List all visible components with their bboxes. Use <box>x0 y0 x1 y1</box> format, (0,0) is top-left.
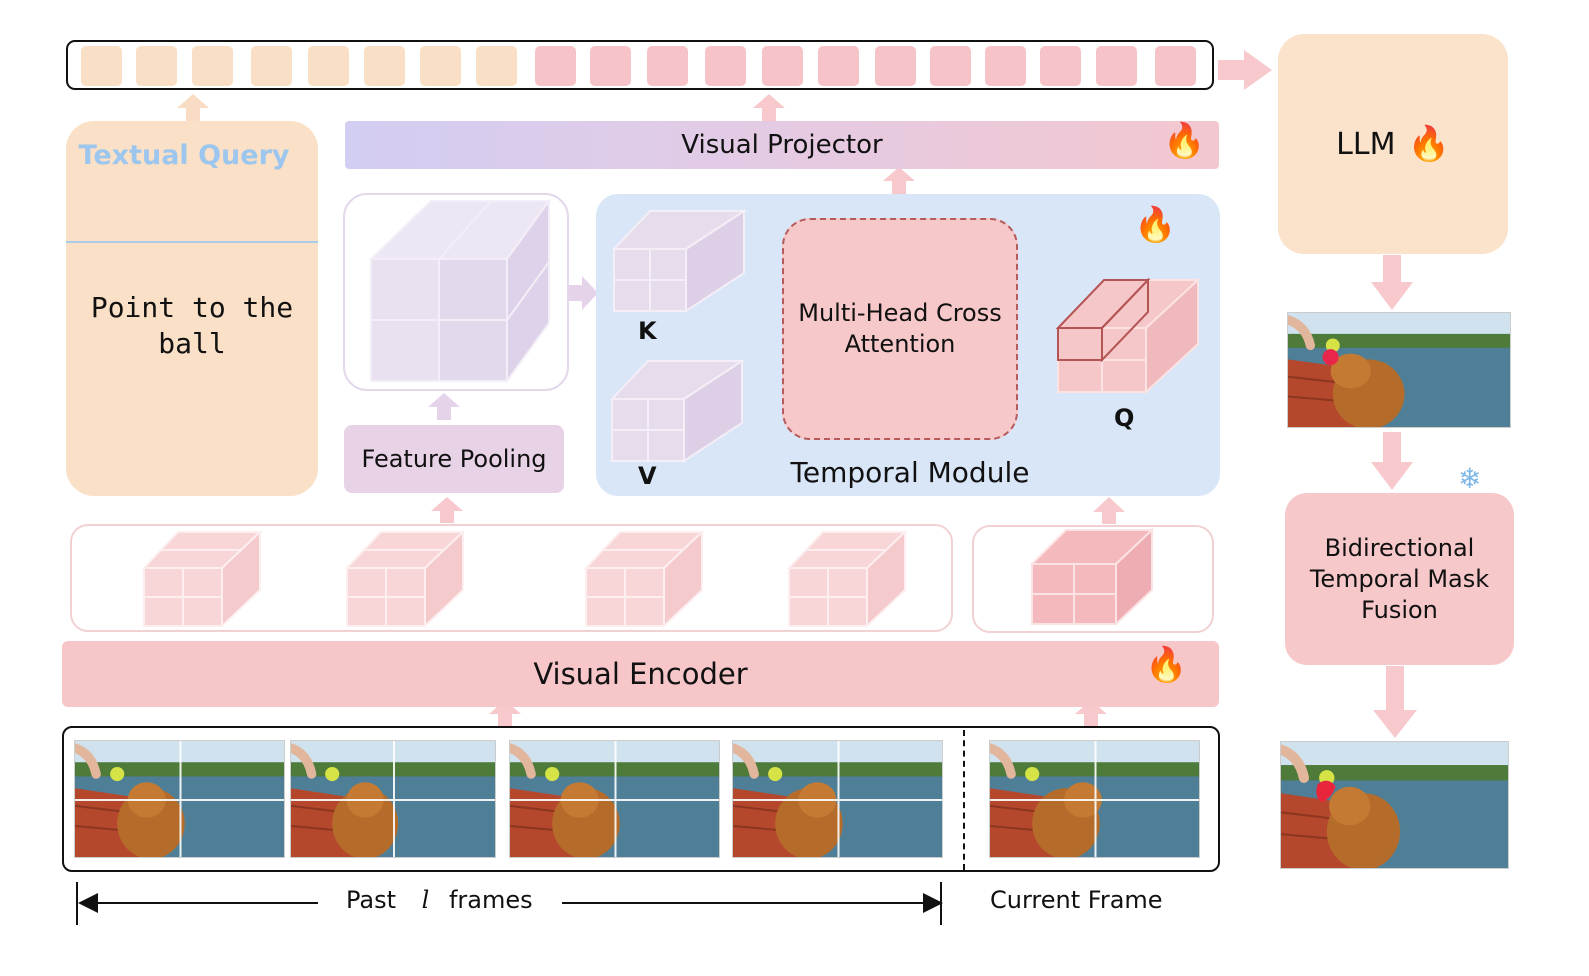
past-features-frame <box>70 524 953 632</box>
text-token <box>364 46 405 86</box>
past-caption-variable: l <box>421 886 430 914</box>
value-label: V <box>638 462 657 490</box>
past-feature-cube <box>142 530 263 628</box>
visual-token <box>705 46 746 86</box>
visual-encoder-block: Visual Encoder <box>62 641 1219 707</box>
past-caption-prefix: Past <box>346 886 397 914</box>
visual-token <box>1040 46 1081 86</box>
current-feature-cube <box>1030 528 1155 626</box>
fire-icon: 🔥 <box>1163 121 1206 161</box>
visual-token <box>875 46 916 86</box>
past-feature-cube <box>345 530 466 628</box>
text-token <box>476 46 517 86</box>
text-token <box>308 46 349 86</box>
past-feature-cube <box>584 530 705 628</box>
query-cube <box>1055 277 1201 394</box>
visual-projector-label: Visual Projector <box>681 130 883 160</box>
visual-token <box>1155 46 1196 86</box>
mask-fusion-label: Bidirectional Temporal Mask Fusion <box>1309 533 1490 624</box>
past-frames-caption: Past l frames <box>346 886 533 914</box>
divider <box>66 241 318 243</box>
past-caption-suffix: frames <box>448 886 533 914</box>
temporal-module-label: Temporal Module <box>790 456 1030 489</box>
feature-pooling-block: Feature Pooling <box>344 425 564 493</box>
visual-token <box>590 46 631 86</box>
pooled-feature-cube <box>368 197 551 385</box>
mask-fusion-block: Bidirectional Temporal Mask Fusion <box>1285 493 1514 665</box>
textual-query-title: Textual Query <box>78 140 290 171</box>
feature-pooling-label: Feature Pooling <box>361 445 547 473</box>
past-frame-thumbnail <box>290 740 496 858</box>
llm-block: LLM 🔥 <box>1278 34 1508 254</box>
final-mask-frame <box>1280 741 1509 869</box>
visual-token <box>762 46 803 86</box>
past-frame-thumbnail <box>732 740 943 858</box>
textual-query-panel <box>66 121 318 496</box>
text-token <box>192 46 233 86</box>
text-token <box>81 46 122 86</box>
query-label: Q <box>1114 404 1135 432</box>
cross-attention-block: Multi-Head Cross Attention <box>782 218 1018 440</box>
llm-output-frame <box>1287 312 1511 428</box>
llm-label: LLM <box>1336 126 1396 162</box>
frames-divider <box>963 730 965 870</box>
visual-token <box>535 46 576 86</box>
fire-icon: 🔥 <box>1407 124 1450 164</box>
current-frame-caption: Current Frame <box>990 886 1163 914</box>
text-token <box>420 46 461 86</box>
input-frames <box>62 726 1220 872</box>
visual-token <box>1096 46 1137 86</box>
visual-projector-block: Visual Projector <box>345 121 1219 169</box>
visual-token <box>647 46 688 86</box>
past-frame-thumbnail <box>509 740 720 858</box>
snowflake-icon: ❄ <box>1458 462 1482 495</box>
pooled-features-frame <box>343 193 569 391</box>
key-label: K <box>638 317 657 345</box>
key-cube <box>611 209 748 313</box>
fire-icon: 🔥 <box>1134 205 1177 245</box>
visual-token <box>930 46 971 86</box>
visual-token <box>985 46 1026 86</box>
visual-token <box>818 46 859 86</box>
flow-arrows <box>177 50 1417 738</box>
past-frame-thumbnail <box>74 740 285 858</box>
current-frame-thumbnail <box>989 740 1200 858</box>
fire-icon: 🔥 <box>1145 645 1188 685</box>
query-text: Point to the ball <box>90 291 294 360</box>
token-sequence <box>66 40 1214 90</box>
value-cube <box>609 359 746 463</box>
current-features-frame <box>972 525 1214 633</box>
visual-encoder-label: Visual Encoder <box>533 657 748 691</box>
cross-attention-label: Multi-Head Cross Attention <box>798 299 1002 358</box>
text-token <box>136 46 177 86</box>
past-feature-cube <box>787 530 908 628</box>
text-token <box>251 46 292 86</box>
